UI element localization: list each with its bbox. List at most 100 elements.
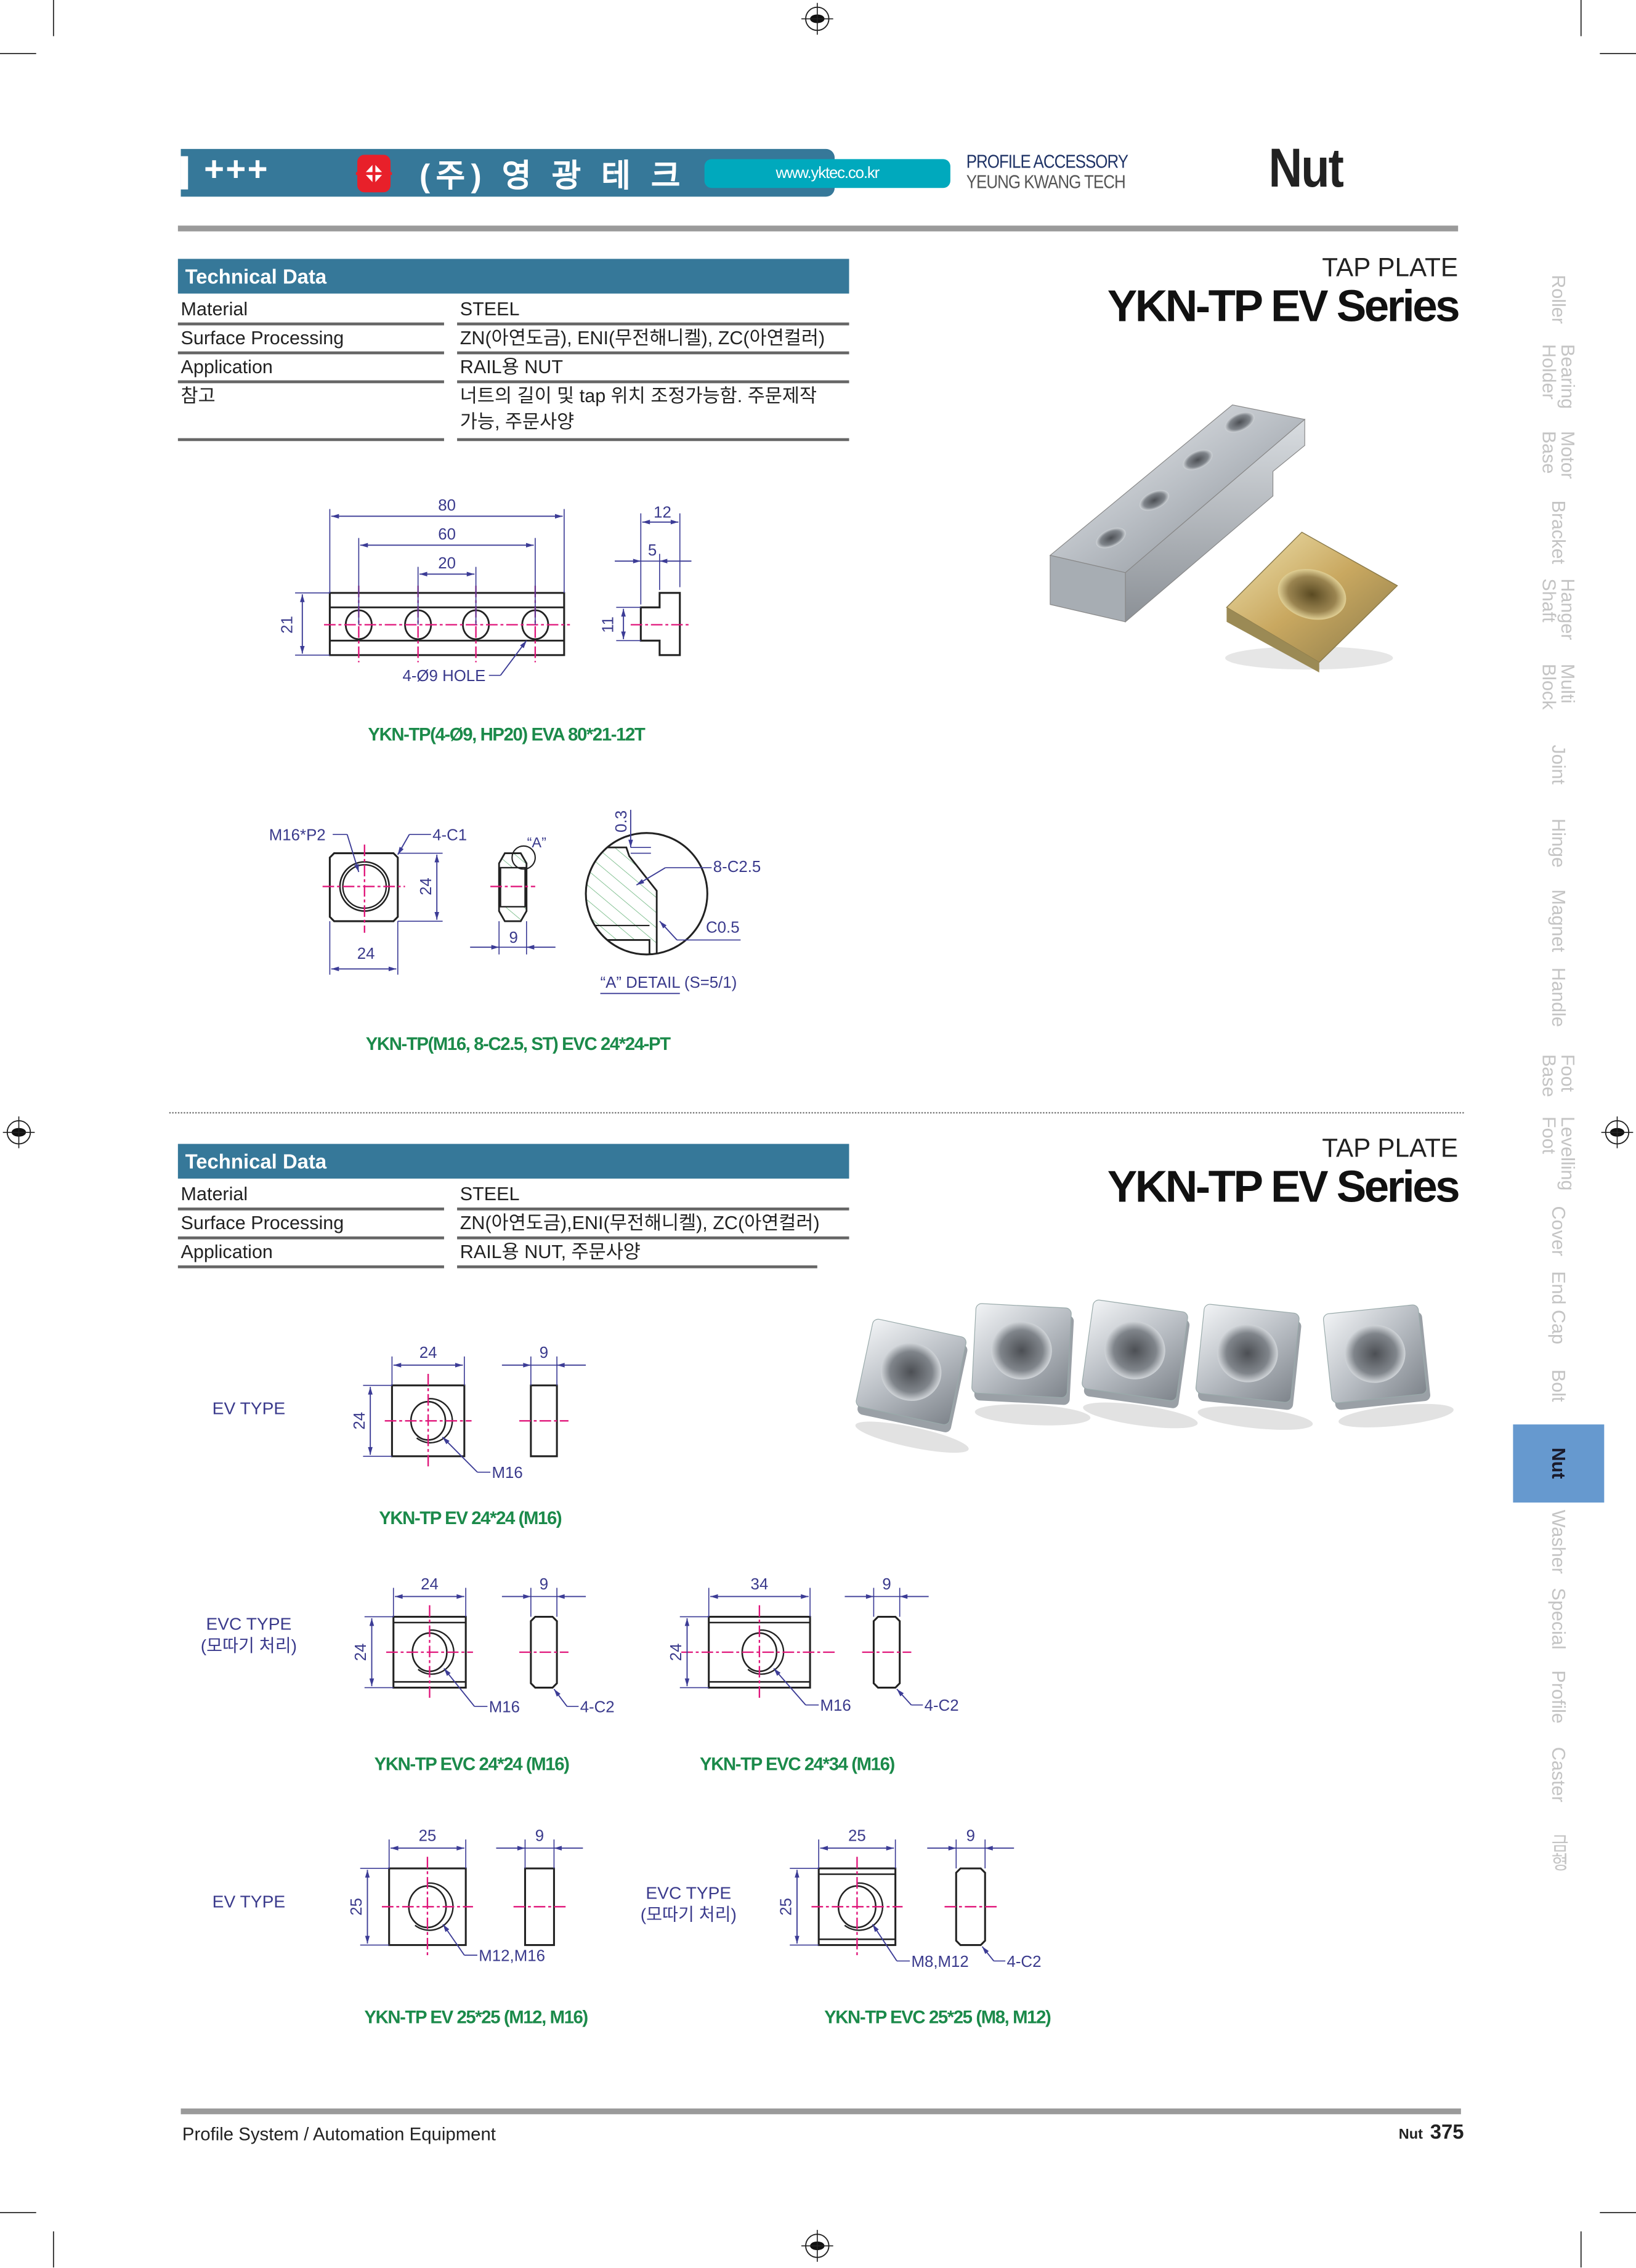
nut-side-view	[530, 1384, 558, 1458]
side-tab-금형[interactable]: 금형	[1513, 1813, 1604, 1891]
dimension-label: 9	[535, 1827, 544, 1844]
dimension-label: 80	[438, 497, 456, 514]
tech-label: Material	[177, 1182, 444, 1211]
side-tab-label: Washer	[1547, 1509, 1569, 1574]
side-tab-label: Roller	[1547, 274, 1569, 324]
section-title: Nut	[1268, 139, 1344, 200]
side-tab-label: Joint	[1547, 745, 1569, 785]
drawing-caption: YKN-TP EV 24*24 (M16)	[379, 1508, 562, 1528]
dimension-label: 12	[654, 504, 671, 522]
nut-side-view	[872, 1615, 901, 1689]
dimension-label: M12,M16	[479, 1947, 545, 1964]
side-tab-cover[interactable]: Cover	[1513, 1192, 1604, 1270]
side-tab-hanger-shaft[interactable]: Hanger Shaft	[1513, 571, 1604, 648]
side-tab-label: Motor Base	[1538, 430, 1579, 478]
registration-mark-icon	[1601, 1116, 1634, 1148]
tech-label: 참고	[177, 383, 444, 442]
category-line2: YEUNG KWANG TECH	[966, 171, 1126, 193]
side-tab-hinge[interactable]: Hinge	[1513, 804, 1604, 881]
tech-data-header: Technical Data	[177, 259, 849, 294]
nut-side-view	[955, 1867, 986, 1947]
side-tab-bolt[interactable]: Bolt	[1513, 1347, 1604, 1425]
side-tab-label: Levelling Foot	[1538, 1116, 1579, 1190]
dimension-label: 4-C2	[925, 1697, 959, 1714]
drawing-caption: YKN-TP EVC 24*34 (M16)	[700, 1754, 894, 1774]
side-tab-label: Special	[1547, 1588, 1569, 1650]
brand-notch	[180, 156, 188, 190]
tech-label: Surface Processing	[177, 1211, 444, 1240]
side-tab-label: Multi Block	[1538, 664, 1579, 711]
side-tab-magnet[interactable]: Magnet	[1513, 881, 1604, 959]
tech-data-header: Technical Data	[177, 1144, 849, 1179]
side-tab-bracket[interactable]: Bracket	[1513, 493, 1604, 571]
side-tab-handle[interactable]: Handle	[1513, 959, 1604, 1036]
type-label-line: EVC TYPE	[646, 1883, 732, 1903]
tech-value: ZN(아연도금),ENI(무전해니켈), ZC(아연컬러)	[457, 1211, 849, 1240]
side-tab-label: Bearing Holder	[1538, 344, 1579, 410]
side-tab-label: Profile	[1547, 1669, 1569, 1724]
tech-label: Surface Processing	[177, 325, 444, 355]
type-label-line: (모따기 처리)	[200, 1636, 298, 1656]
dimension-label: 9	[540, 1576, 548, 1593]
footer-rule	[180, 2108, 1461, 2115]
dimension-label: C0.5	[706, 919, 740, 937]
product-title: YKN-TP EV Series	[1107, 280, 1460, 331]
dimension-label: 21	[278, 616, 296, 634]
dimension-label: 20	[438, 555, 456, 572]
drawing-caption: YKN-TP EVC 24*24 (M16)	[375, 1754, 569, 1774]
side-tab-label: Bracket	[1547, 500, 1569, 564]
type-label-line: (모따기 처리)	[640, 1904, 737, 1925]
nut-photo	[1195, 1304, 1313, 1430]
side-tab-multi-block[interactable]: Multi Block	[1513, 648, 1604, 726]
dimension-label: 60	[438, 526, 456, 543]
drawing-caption: YKN-TP(4-Ø9, HP20) EVA 80*21-12T	[368, 724, 646, 745]
side-tab-bearing-holder[interactable]: Bearing Holder	[1513, 338, 1604, 416]
side-tab-motor-base[interactable]: Motor Base	[1513, 416, 1604, 493]
side-tab-label: Bolt	[1547, 1370, 1569, 1403]
side-tab-end-cap[interactable]: End Cap	[1513, 1270, 1604, 1347]
dimension-label: “A” DETAIL (S=5/1)	[601, 974, 737, 991]
dimension-label: 24	[357, 945, 375, 962]
side-tab-roller[interactable]: Roller	[1513, 260, 1604, 338]
dimension-label: 9	[882, 1576, 891, 1593]
detail-circle	[585, 832, 708, 956]
tech-value: ZN(아연도금), ENI(무전해니켈), ZC(아연컬러)	[457, 325, 849, 355]
dimension-label: 5	[648, 542, 657, 559]
side-tab-foot-base[interactable]: Foot Base	[1513, 1036, 1604, 1114]
section-divider	[169, 1112, 1464, 1114]
side-tab-label: Handle	[1547, 968, 1569, 1028]
category-line1: PROFILE ACCESSORY	[966, 150, 1128, 172]
dimension-label: 24	[351, 1412, 368, 1430]
tech-label: Material	[177, 296, 444, 326]
side-tab-profile[interactable]: Profile	[1513, 1658, 1604, 1735]
nut-photo	[1082, 1299, 1198, 1429]
side-tab-nut[interactable]: Nut	[1513, 1424, 1605, 1503]
tech-value: STEEL	[457, 296, 849, 326]
website-link[interactable]: www.yktec.co.kr	[704, 159, 950, 188]
tech-label: Application	[177, 354, 444, 384]
side-tab-caster[interactable]: Caster	[1513, 1735, 1604, 1813]
product-subtitle: TAP PLATE	[1322, 1134, 1459, 1163]
side-tab-label: Nut	[1547, 1448, 1569, 1480]
nut-photo	[971, 1303, 1091, 1426]
tech-label: Application	[177, 1240, 444, 1269]
dimension-label: 4-C2	[1006, 1953, 1041, 1971]
side-tab-label: Caster	[1547, 1746, 1569, 1802]
registration-mark-icon	[801, 2, 833, 35]
side-tab-label: End Cap	[1547, 1272, 1569, 1346]
side-tab-special[interactable]: Special	[1513, 1580, 1604, 1658]
type-label: EV TYPE	[191, 1398, 307, 1420]
drawing-caption: YKN-TP EV 25*25 (M12, M16)	[364, 2007, 588, 2027]
side-tab-label: Magnet	[1547, 889, 1569, 952]
side-tab-joint[interactable]: Joint	[1513, 726, 1604, 804]
product-photo-rail-and-nut	[1049, 404, 1398, 672]
side-tab-washer[interactable]: Washer	[1513, 1503, 1604, 1580]
side-tab-levelling-foot[interactable]: Levelling Foot	[1513, 1115, 1604, 1192]
